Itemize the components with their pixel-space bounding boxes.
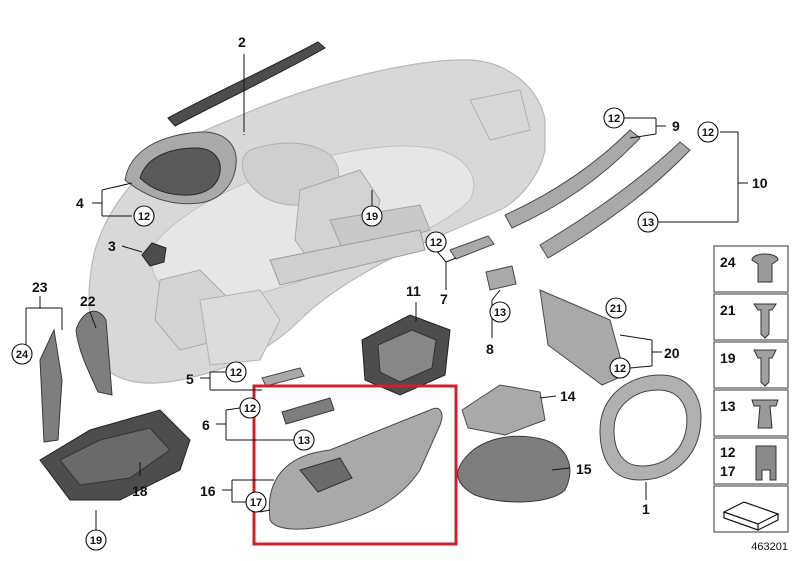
- highlight-box: [252, 384, 458, 546]
- label-5: 5: [186, 371, 194, 387]
- svg-text:19: 19: [720, 350, 736, 366]
- svg-text:24: 24: [16, 349, 29, 361]
- label-8: 8: [486, 341, 494, 357]
- svg-text:12: 12: [230, 367, 242, 379]
- part-labels: 2 4 3 5 6 7 8 9 10 11 14 15 16 18 20 22 …: [32, 34, 768, 517]
- callout-7-12: 12: [425, 231, 447, 253]
- legend-row-12-17: 12 17: [713, 437, 789, 485]
- callout-9-12: 12: [603, 107, 625, 129]
- part-10-decor-trim: [539, 141, 691, 259]
- svg-text:21: 21: [720, 302, 736, 318]
- svg-text:13: 13: [720, 398, 736, 414]
- svg-text:12: 12: [614, 363, 626, 375]
- part-3-small-vent: [141, 242, 167, 267]
- legend-row-arrow: [713, 485, 789, 533]
- callout-23-24: 24: [11, 343, 33, 365]
- callout-4-12: 12: [133, 205, 155, 227]
- callout-6-13: 13: [293, 429, 315, 451]
- svg-text:17: 17: [250, 497, 262, 509]
- label-2: 2: [238, 34, 246, 50]
- callouts: 12 19 12 13 12 12 13 12 12 13 17 19 21 1…: [11, 107, 719, 551]
- leader-lines: [25, 54, 748, 530]
- callout-6-12: 12: [239, 397, 261, 419]
- callout-16-17: 17: [245, 491, 267, 513]
- callout-10-13: 13: [637, 211, 659, 233]
- part-1-ring-trim: [599, 374, 702, 481]
- svg-text:12: 12: [244, 403, 256, 415]
- callout-20-21: 21: [605, 297, 627, 319]
- label-20: 20: [664, 345, 680, 361]
- svg-text:12: 12: [608, 113, 620, 125]
- legend-row-19: 19: [713, 341, 789, 389]
- svg-text:13: 13: [642, 217, 654, 229]
- dashboard-body: [88, 59, 546, 384]
- svg-text:13: 13: [298, 435, 310, 447]
- part-7-trim-piece: [449, 235, 495, 260]
- reference-number: 463201: [751, 541, 788, 553]
- clip-13-icon: [751, 399, 779, 429]
- part-20-side-panel: [539, 289, 626, 386]
- part-22-side-trim: [75, 310, 113, 396]
- label-3: 3: [108, 238, 116, 254]
- svg-text:21: 21: [610, 303, 622, 315]
- clip-12-17-icon: [755, 445, 777, 481]
- svg-text:12: 12: [138, 211, 150, 223]
- svg-text:17: 17: [720, 463, 736, 479]
- part-8-cover: [485, 265, 517, 291]
- svg-text:12: 12: [720, 444, 736, 460]
- part-16-knee-panel: [268, 407, 443, 530]
- part-6-bracket: [281, 397, 335, 425]
- svg-text:13: 13: [494, 307, 506, 319]
- fastener-legend: 24 21 19 13 12 17: [713, 245, 789, 533]
- legend-row-21: 21: [713, 293, 789, 341]
- label-7: 7: [440, 291, 448, 307]
- callout-20-12: 12: [609, 357, 631, 379]
- callout-8-13: 13: [489, 301, 511, 323]
- label-22: 22: [80, 293, 96, 309]
- svg-text:12: 12: [430, 237, 442, 249]
- label-14: 14: [560, 388, 576, 404]
- label-10: 10: [752, 175, 768, 191]
- label-1: 1: [642, 501, 650, 517]
- callout-10-12: 12: [697, 121, 719, 143]
- svg-text:19: 19: [90, 535, 102, 547]
- screw-19-icon: [753, 349, 777, 387]
- callout-5-12: 12: [225, 361, 247, 383]
- part-2-defroster-vent: [167, 41, 326, 127]
- label-18: 18: [132, 483, 148, 499]
- callout-18-19: 19: [85, 529, 107, 551]
- part-14-column-cover: [461, 384, 546, 436]
- label-15: 15: [576, 461, 592, 477]
- screw-21-icon: [753, 303, 777, 339]
- svg-text:24: 24: [720, 254, 736, 270]
- legend-row-24: 24: [713, 245, 789, 293]
- label-6: 6: [202, 417, 210, 433]
- callout-19-dash: 19: [361, 205, 383, 227]
- part-23-pillar-trim: [39, 328, 63, 443]
- label-11: 11: [406, 283, 421, 299]
- part-9-trim-strip: [504, 129, 641, 229]
- part-5-trim-strip: [261, 367, 305, 387]
- label-9: 9: [672, 118, 680, 134]
- label-4: 4: [76, 195, 84, 211]
- clip-24-icon: [751, 253, 779, 283]
- svg-text:19: 19: [366, 211, 378, 223]
- label-23: 23: [32, 279, 48, 295]
- svg-text:12: 12: [702, 127, 714, 139]
- legend-row-13: 13: [713, 389, 789, 437]
- label-16: 16: [200, 483, 216, 499]
- part-15-column-lower: [457, 435, 571, 503]
